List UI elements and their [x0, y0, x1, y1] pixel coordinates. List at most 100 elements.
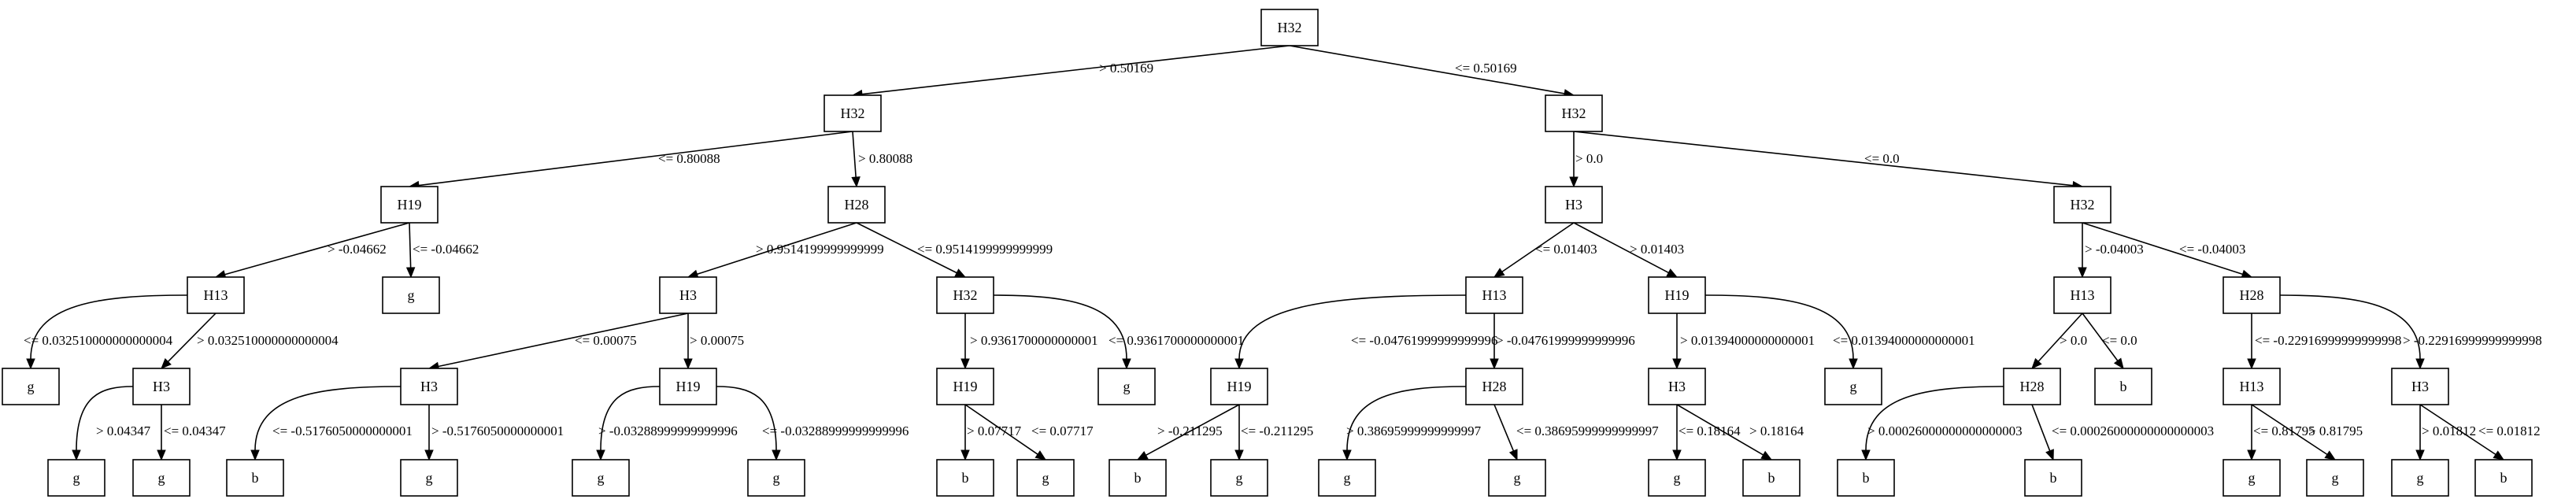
tree-node-33: g	[400, 459, 458, 497]
tree-node-15: H28	[2223, 276, 2281, 314]
tree-node-36: b	[936, 459, 994, 497]
edge-label: <= 0.07717	[1031, 423, 1094, 438]
node-label: g	[73, 470, 80, 486]
node-box	[2053, 276, 2112, 314]
arrowhead	[2493, 450, 2505, 460]
edge-5_11: <= 0.9514199999999999	[856, 222, 1053, 278]
edge-5_10: > 0.9514199999999999	[687, 222, 884, 279]
node-box	[2003, 368, 2061, 405]
node-box	[936, 368, 994, 405]
arrowhead	[2247, 358, 2256, 370]
node-label: H19	[1665, 287, 1690, 303]
edge-label: > 0.80088	[858, 151, 912, 166]
edge-line	[1704, 294, 1854, 360]
arrowhead	[1122, 358, 1131, 370]
edge-line	[2082, 222, 2243, 276]
edge-18_32: <= -0.5176050000000001	[250, 386, 413, 461]
edge-label: > 0.9361700000000001	[970, 333, 1098, 348]
node-box	[2223, 459, 2281, 497]
edge-10_19: > 0.00075	[683, 313, 744, 370]
node-box	[2024, 459, 2082, 497]
tree-node-30: g	[47, 459, 105, 497]
arrowhead	[1493, 268, 1505, 278]
edge-label: <= -0.04662	[413, 242, 479, 257]
edge-26_44: > 0.00026000000000000003	[1861, 386, 2023, 461]
edge-line	[697, 222, 857, 276]
node-label: b	[2120, 379, 2127, 394]
edge-label: <= -0.211295	[1241, 423, 1313, 438]
edge-line	[2037, 313, 2083, 362]
tree-node-47: g	[2306, 459, 2364, 497]
node-box	[2391, 368, 2449, 405]
edge-label: > 0.38695999999999997	[1346, 423, 1482, 438]
edge-label: <= 0.81795	[2253, 423, 2315, 438]
arrowhead	[1672, 358, 1682, 370]
node-box	[747, 459, 805, 497]
node-label: H28	[2240, 287, 2264, 303]
edge-13_24: > 0.01394000000000001	[1672, 313, 1815, 370]
edge-label: > 0.18164	[1749, 423, 1804, 438]
edge-6_13: > 0.01403	[1573, 222, 1684, 278]
node-box	[827, 186, 886, 224]
edge-23_41: <= 0.38695999999999997	[1493, 404, 1659, 461]
node-label: H32	[841, 105, 865, 121]
node-label: g	[1514, 470, 1521, 486]
tree-node-9: g	[382, 276, 440, 314]
node-label: g	[1123, 379, 1131, 394]
arrowhead	[2045, 449, 2054, 461]
edge-22_39: <= -0.211295	[1234, 405, 1313, 461]
edge-17_30: > 0.04347	[72, 386, 151, 461]
edge-8_16: <= 0.032510000000000004	[24, 294, 188, 370]
node-box	[1545, 186, 1603, 224]
edge-line	[254, 386, 402, 451]
node-box	[1210, 368, 1268, 405]
node-box	[2223, 368, 2281, 405]
edge-label: > 0.032510000000000004	[197, 333, 339, 348]
tree-node-1: H32	[1260, 9, 1319, 46]
tree-node-29: H3	[2391, 368, 2449, 405]
edge-label: <= -0.5176050000000001	[272, 423, 413, 438]
edge-line	[716, 386, 777, 451]
edge-20_37: <= 0.07717	[964, 404, 1094, 460]
edge-label: <= -0.04003	[2179, 242, 2245, 257]
edge-line	[852, 131, 857, 178]
tree-node-39: g	[1210, 459, 1268, 497]
arrowhead	[2113, 357, 2124, 370]
edge-line	[1238, 294, 1467, 360]
node-label: g	[1042, 470, 1049, 486]
arrowhead	[1666, 268, 1678, 278]
edge-23_40: > 0.38695999999999997	[1342, 386, 1482, 461]
edge-7_15: <= -0.04003	[2082, 222, 2253, 279]
edge-label: > 0.04347	[96, 423, 151, 438]
node-label: g	[2248, 470, 2256, 486]
edge-6_12: <= 0.01403	[1493, 222, 1597, 278]
node-box	[132, 459, 191, 497]
edge-4_9: <= -0.04662	[405, 222, 479, 279]
edge-label: <= 0.18164	[1678, 423, 1741, 438]
node-box	[572, 459, 630, 497]
arrowhead	[772, 449, 781, 461]
node-box	[659, 276, 717, 314]
edge-label: <= 0.00075	[575, 333, 637, 348]
arrowhead	[2324, 450, 2337, 460]
edge-24_42: <= 0.18164	[1672, 405, 1741, 461]
node-label: H28	[1482, 379, 1507, 394]
node-label: g	[28, 379, 35, 394]
arrowhead	[250, 449, 260, 461]
node-box	[2223, 276, 2281, 314]
node-label: H3	[1668, 379, 1686, 394]
edge-label: > 0.00026000000000000003	[1867, 423, 2023, 438]
tree-node-3: H32	[1545, 94, 1603, 132]
edge-line	[993, 294, 1127, 360]
edge-15_29: > -0.22916999999999998	[2279, 294, 2542, 370]
edge-4_8: > -0.04662	[214, 222, 410, 279]
edge-label: <= 0.01394000000000001	[1833, 333, 1975, 348]
tree-node-31: g	[132, 459, 191, 497]
tree-node-14: H13	[2053, 276, 2112, 314]
edge-15_28: <= -0.22916999999999998	[2247, 313, 2401, 370]
tree-node-43: b	[1742, 459, 1801, 497]
node-label: H19	[1227, 379, 1252, 394]
arrowhead	[954, 268, 967, 278]
edge-line	[2251, 404, 2328, 456]
